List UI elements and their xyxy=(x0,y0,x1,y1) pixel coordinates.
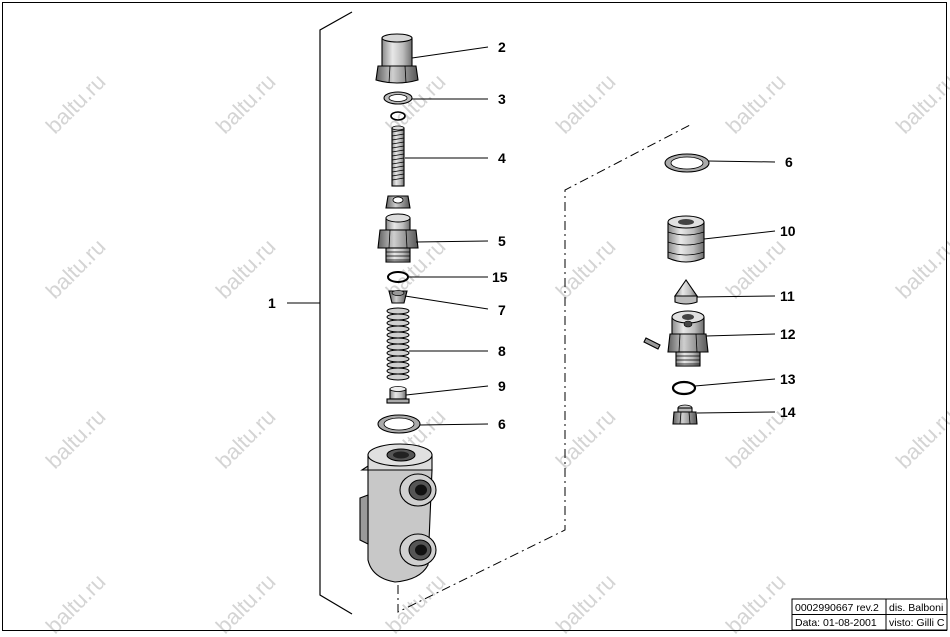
watermark-layer: baltu.ru baltu.ru baltu.ru baltu.ru balt… xyxy=(41,69,950,637)
callout-2: 2 xyxy=(498,39,506,55)
part-valve-body xyxy=(359,443,437,583)
callout-4: 4 xyxy=(498,150,506,166)
part-cone xyxy=(673,279,699,305)
watermark: baltu.ru xyxy=(551,234,621,304)
watermark: baltu.ru xyxy=(891,234,950,304)
part-cap-nut xyxy=(375,33,419,84)
watermark: baltu.ru xyxy=(551,69,621,139)
watermark: baltu.ru xyxy=(211,569,281,637)
assembly-dashed-line xyxy=(397,124,691,613)
part-hex-nut xyxy=(385,195,411,209)
callout-9: 9 xyxy=(498,378,506,394)
callout-6-left: 6 xyxy=(498,416,506,432)
part-washer xyxy=(383,91,413,105)
callout-12: 12 xyxy=(780,326,796,342)
watermark: baltu.ru xyxy=(41,404,111,474)
part-valve-seat xyxy=(388,290,408,304)
watermark: baltu.ru xyxy=(211,69,281,139)
part-plug-nut xyxy=(672,404,698,425)
callout-labels: 1 2 3 4 5 15 7 8 9 6 6 10 11 12 13 14 xyxy=(268,39,796,432)
part-small-dowel xyxy=(643,337,661,350)
part-threaded-fitting xyxy=(377,213,419,263)
part-oring xyxy=(387,271,409,283)
watermark: baltu.ru xyxy=(551,404,621,474)
watermark: baltu.ru xyxy=(41,234,111,304)
watermark: baltu.ru xyxy=(41,69,111,139)
checked-by: visto: Gilli C xyxy=(889,617,945,629)
watermark: baltu.ru xyxy=(721,569,791,637)
watermark: baltu.ru xyxy=(211,234,281,304)
assembly-bracket xyxy=(319,11,353,615)
watermark: baltu.ru xyxy=(551,569,621,637)
title-block: 0002990667 rev.2 dis. Balboni Data: 01-0… xyxy=(791,598,948,631)
part-spring xyxy=(386,307,410,381)
callout-14: 14 xyxy=(780,404,796,420)
callout-11: 11 xyxy=(780,288,795,304)
part-bleed-screw xyxy=(667,310,709,367)
part-gasket xyxy=(377,414,421,434)
leader-lines xyxy=(404,46,776,426)
callout-6-right: 6 xyxy=(785,154,793,170)
watermark: baltu.ru xyxy=(891,69,950,139)
watermark: baltu.ru xyxy=(41,569,111,637)
callout-15: 15 xyxy=(492,269,508,285)
part-oring-right xyxy=(671,380,697,396)
part-small-oring xyxy=(390,111,406,121)
watermark: baltu.ru xyxy=(721,69,791,139)
drawing-date: Data: 01-08-2001 xyxy=(795,617,877,629)
drawing-code: 0002990667 rev.2 xyxy=(795,602,879,614)
watermark: baltu.ru xyxy=(891,404,950,474)
callout-1: 1 xyxy=(268,295,276,311)
part-pin xyxy=(386,386,410,404)
watermark: baltu.ru xyxy=(211,404,281,474)
part-gasket-right xyxy=(664,153,710,173)
callout-10: 10 xyxy=(780,223,796,239)
callout-7: 7 xyxy=(498,302,506,318)
part-threaded-screw xyxy=(391,125,405,187)
part-filter-cylinder xyxy=(667,215,705,263)
designer: dis. Balboni xyxy=(889,602,943,614)
callout-3: 3 xyxy=(498,91,506,107)
callout-5: 5 xyxy=(498,233,506,249)
callout-8: 8 xyxy=(498,343,506,359)
callout-13: 13 xyxy=(780,371,796,387)
